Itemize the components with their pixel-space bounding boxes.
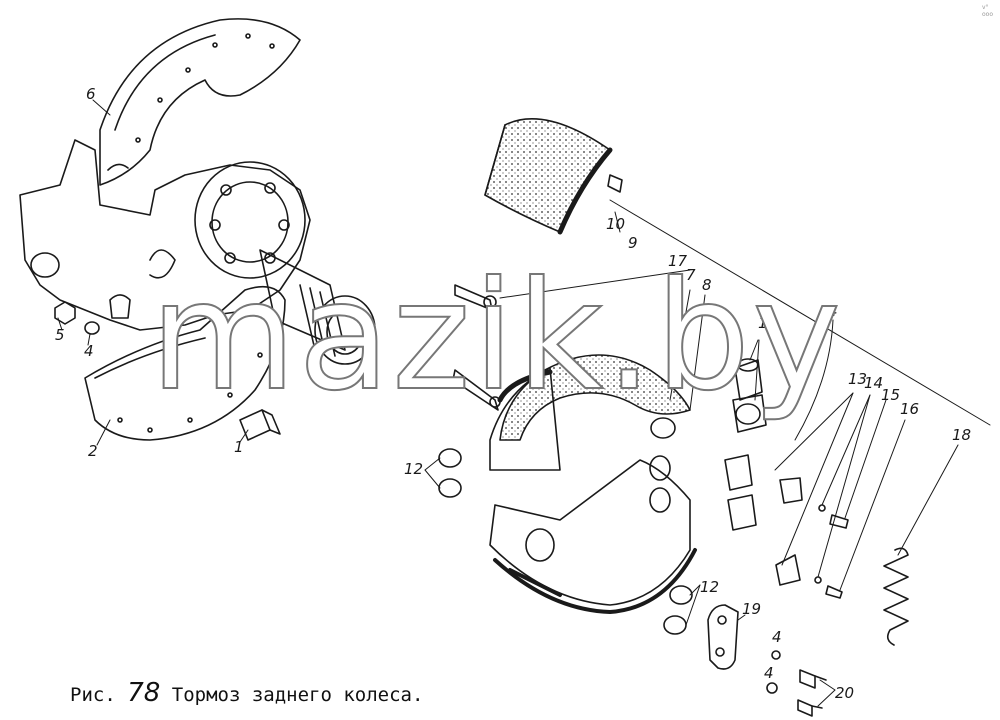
brackets-part-14-15-16	[775, 477, 849, 599]
callout-20: 20	[835, 684, 854, 702]
callout-1: 1	[234, 438, 244, 456]
upper-shield-part-3	[99, 18, 301, 186]
return-spring-part-18	[883, 547, 909, 646]
callout-18: 18	[952, 426, 971, 444]
bushings-part-11	[732, 358, 767, 433]
callout-11: 11	[758, 314, 777, 332]
callout-19: 19	[742, 600, 761, 618]
callout-13: 13	[848, 370, 867, 388]
pins-part-13	[724, 454, 757, 531]
lower-brake-shoe	[489, 455, 697, 614]
callout-4: 4	[84, 342, 94, 360]
upper-brake-shoe	[489, 354, 691, 471]
lower-shield-part-2	[84, 285, 286, 441]
rivet-part-10	[607, 174, 623, 193]
callout-15: 15	[881, 386, 900, 404]
anchor-pins-part-17	[452, 284, 501, 411]
callout-17: 17	[668, 252, 688, 270]
axle-housing	[19, 139, 311, 331]
nut-and-washer-parts-4-5	[54, 301, 100, 335]
figure-caption: Рис. 78 Тормоз заднего колеса.	[70, 678, 423, 708]
caption-number: 78	[127, 678, 161, 708]
corner-mark: v° ooo	[982, 4, 994, 18]
callout-6: 4	[828, 302, 838, 320]
callout-10: 10	[606, 215, 625, 233]
splined-shaft	[259, 249, 376, 365]
callout-3: 6	[86, 85, 96, 103]
callout-5: 5	[55, 326, 65, 344]
bolt-part-1	[239, 409, 281, 441]
caption-title: Тормоз заднего колеса.	[171, 684, 424, 706]
brake-lining-part-9	[484, 118, 613, 235]
callout-14: 14	[864, 374, 883, 392]
callout-4-lower-b: 4	[764, 664, 774, 682]
leader-lines	[57, 99, 991, 707]
callout-2: 2	[88, 442, 98, 460]
callout-12-right: 12	[700, 578, 719, 596]
callout-9: 9	[628, 234, 638, 252]
callout-16: 16	[900, 400, 919, 418]
callout-7: 7	[686, 266, 696, 284]
callout-4-lower-a: 4	[772, 628, 782, 646]
callout-8: 8	[702, 276, 712, 294]
bolts-part-20	[766, 650, 827, 717]
plate-part-19	[707, 604, 739, 670]
caption-prefix: Рис.	[70, 684, 116, 706]
callout-12-left: 12	[404, 460, 423, 478]
